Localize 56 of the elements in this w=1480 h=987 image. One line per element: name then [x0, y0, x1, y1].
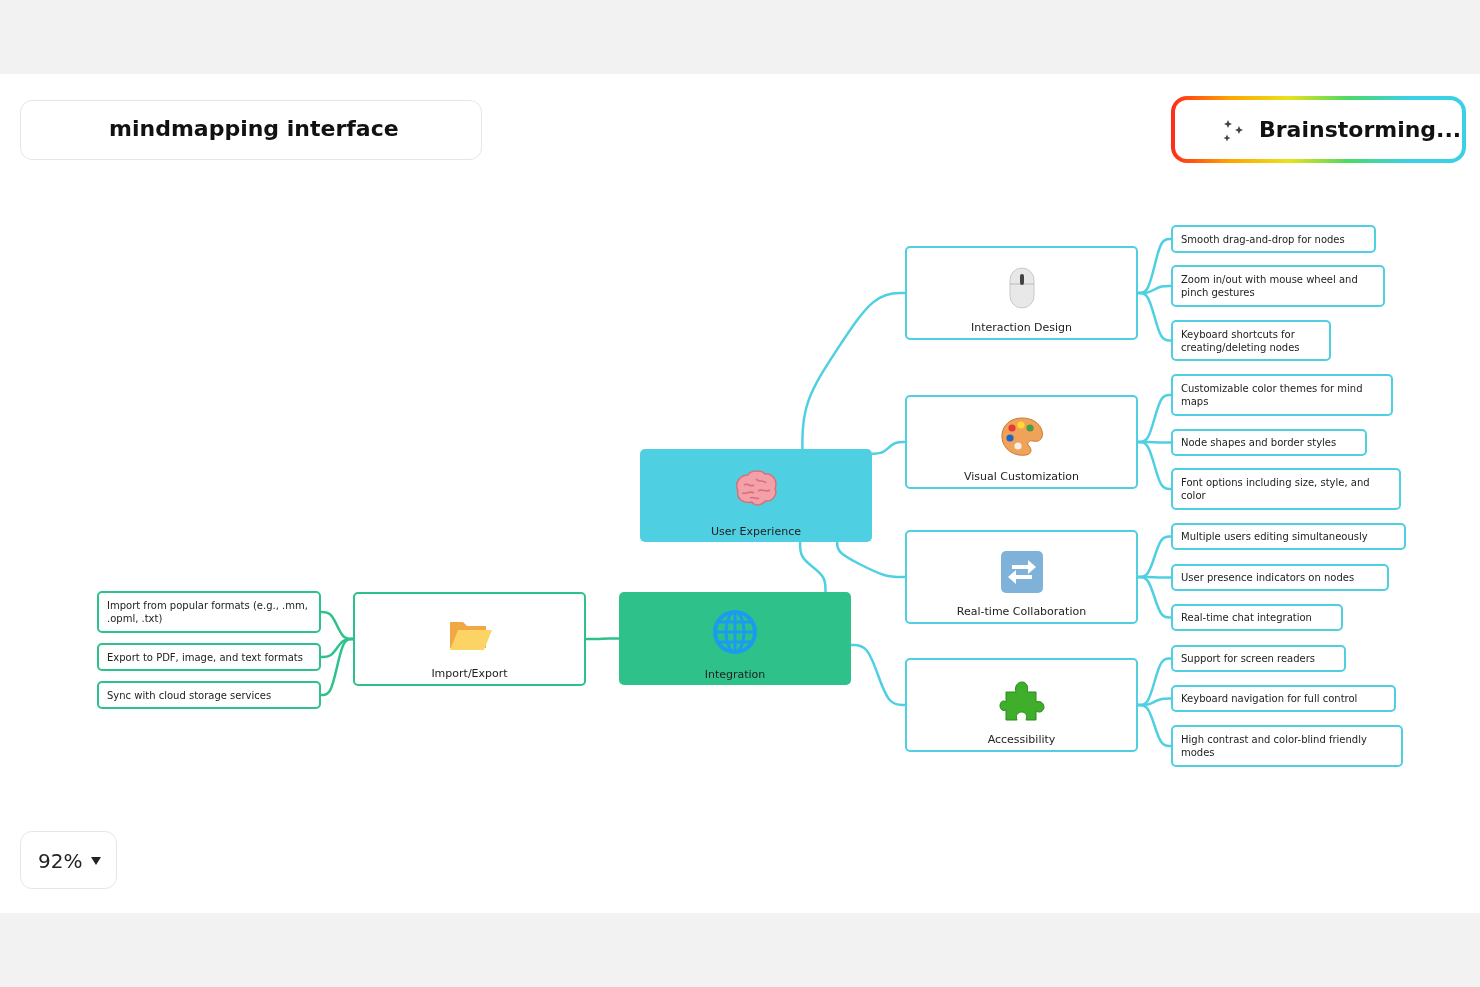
node-label: Support for screen readers	[1181, 652, 1316, 665]
subtopic-box	[97, 643, 321, 671]
node-label: Import from popular formats (e.g., .mm, .opml, .txt)	[107, 599, 309, 625]
node-label: Export to PDF, image, and text formats	[107, 650, 303, 664]
node-label: Visual Customization	[963, 470, 1080, 483]
node-label: User presence indicators on nodes	[1181, 571, 1355, 584]
subtopic-box	[1171, 374, 1393, 416]
node-label: Node shapes and border styles	[1181, 436, 1337, 449]
node-label: Interaction Design	[970, 321, 1073, 334]
connector-line	[801, 291, 905, 449]
subtopic-box	[1171, 564, 1389, 591]
subtopic-box	[1171, 645, 1346, 672]
subtopic-box	[1171, 468, 1401, 510]
subtopic-box	[97, 681, 321, 709]
node-label: User Experience	[711, 525, 801, 538]
subtopic-box	[1171, 685, 1396, 712]
subtopic-box	[1171, 725, 1403, 767]
connector-line	[1138, 440, 1171, 491]
topic-box	[905, 530, 1138, 624]
topic-box	[640, 449, 872, 542]
topic-box	[619, 592, 851, 685]
topic-box	[905, 658, 1138, 752]
node-label: Integration	[704, 668, 766, 681]
node-label: Keyboard shortcuts for creating/deleting nodes	[1181, 327, 1301, 354]
topic-box	[905, 246, 1138, 340]
subtopic-box	[1171, 265, 1385, 307]
diagram-title: mindmapping interface	[109, 116, 399, 141]
subtopic-box	[1171, 320, 1331, 361]
connector-line	[1138, 703, 1171, 748]
connector-line	[586, 637, 619, 641]
zoom-dropdown: 92%	[20, 831, 117, 889]
topic-box	[353, 592, 586, 686]
topic-box	[905, 395, 1138, 489]
node-label: Multiple users editing simultaneously	[1181, 530, 1368, 543]
connector-line	[1138, 575, 1171, 619]
subtopic-box	[1171, 225, 1376, 253]
connector-line	[872, 440, 905, 455]
subtopic-box	[1171, 604, 1343, 631]
node-label: High contrast and color-blind friendly modes	[1181, 733, 1368, 759]
subtopic-box	[97, 591, 321, 633]
subtopic-box	[1171, 429, 1367, 456]
node-label: Keyboard navigation for full control	[1181, 692, 1358, 705]
connector-line	[835, 542, 905, 579]
node-label: Zoom in/out with mouse wheel and pinch gestures	[1181, 273, 1359, 299]
node-label: Real-time chat integration	[1181, 611, 1312, 624]
node-label: Real-time Collaboration	[956, 605, 1087, 618]
node-label: Font options including size, style, and color	[1181, 476, 1371, 502]
node-label: Import/Export	[431, 667, 508, 680]
connector-line	[1138, 291, 1171, 342]
node-label: Smooth drag-and-drop for nodes	[1181, 232, 1345, 246]
subtopic-box	[1171, 523, 1406, 550]
node-label: Sync with cloud storage services	[107, 688, 272, 702]
node-label: Customizable color themes for mind maps	[1181, 382, 1364, 408]
connector-line	[851, 643, 905, 707]
connector-line	[798, 542, 827, 592]
node-label: Accessibility	[987, 733, 1056, 746]
